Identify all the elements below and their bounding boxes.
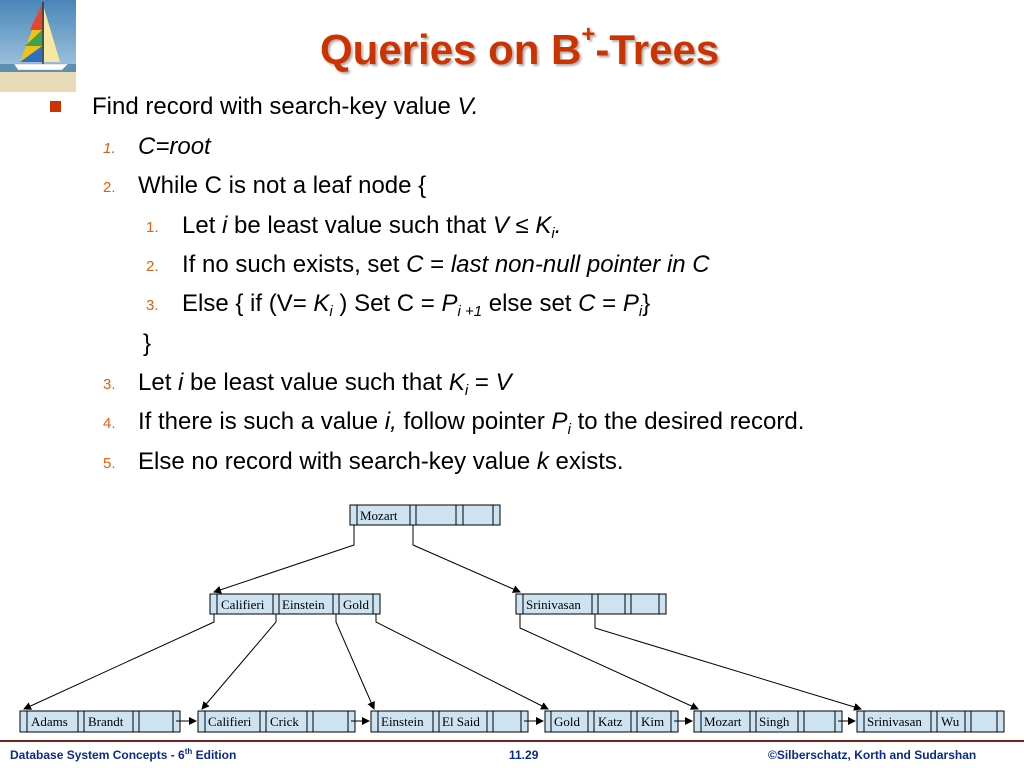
key-label: Crick	[270, 714, 299, 729]
key-label: Gold	[343, 597, 370, 612]
internal-node-2: Srinivasan	[515, 593, 667, 615]
key-label: Adams	[31, 714, 68, 729]
substep-2-text: If no such exists, set C = last non-null…	[182, 251, 710, 278]
pointer-arrow	[519, 614, 699, 710]
step-5-text: Else no record with search-key value k e…	[138, 448, 624, 475]
leaf-node: Adams Brandt	[19, 710, 181, 733]
key-label: Mozart	[704, 714, 742, 729]
step-3-text: Let i be least value such that Ki = V	[138, 369, 512, 399]
step-number: 1.	[103, 140, 116, 157]
key-label: Srinivasan	[526, 597, 581, 612]
bplus-tree-diagram: Mozart Califieri Einstein Gold Srinivasa…	[19, 504, 1005, 733]
step-number: 5.	[103, 455, 116, 472]
leaf-node: Califieri Crick	[197, 710, 356, 733]
key-label: Singh	[759, 714, 790, 729]
pointer-arrow	[213, 525, 355, 594]
bullet-square-icon	[50, 101, 61, 112]
pointer-arrow	[201, 614, 277, 710]
pointer-arrow	[335, 614, 375, 710]
footer-page-number: 11.29	[509, 748, 539, 762]
key-label: Califieri	[221, 597, 265, 612]
substep-3-text: Else { if (V= Ki ) Set C = Pi +1 else se…	[182, 290, 651, 320]
pointer-arrow	[594, 614, 862, 711]
step-1-text: C=root	[138, 133, 211, 160]
pointer-arrow	[375, 614, 549, 710]
pointer-arrow	[412, 525, 521, 593]
key-label: Kim	[641, 714, 664, 729]
closing-brace: }	[143, 330, 152, 357]
leaf-node: Mozart Singh	[693, 710, 843, 733]
key-label: Mozart	[360, 508, 398, 523]
leaf-node: Srinivasan Wu	[856, 710, 1005, 733]
key-label: Brandt	[88, 714, 124, 729]
step-number: 2.	[103, 179, 116, 196]
key-label: Gold	[554, 714, 581, 729]
key-label: Einstein	[282, 597, 325, 612]
root-node: Mozart	[349, 504, 501, 526]
sailboat-logo	[0, 0, 76, 92]
footer-copyright: ©Silberschatz, Korth and Sudarshan	[768, 748, 977, 762]
key-label: El Said	[442, 714, 480, 729]
intro-line: Find record with search-key value V.	[92, 93, 479, 120]
key-label: Wu	[941, 714, 960, 729]
leaf-node: Gold Katz Kim	[544, 710, 679, 733]
step-number: 3.	[103, 376, 116, 393]
pointer-arrow	[23, 614, 215, 710]
internal-node-1: Califieri Einstein Gold	[209, 593, 381, 615]
step-4-text: If there is such a value i, follow point…	[138, 408, 805, 438]
substep-1-text: Let i be least value such that V ≤ Ki.	[182, 212, 562, 242]
slide-title: Queries on B+-Trees	[320, 21, 720, 74]
leaf-node: Einstein El Said	[370, 710, 529, 733]
step-2-text: While C is not a leaf node {	[138, 172, 427, 199]
substep-number: 2.	[146, 258, 159, 275]
slide-footer: Database System Concepts - 6th Edition 1…	[0, 740, 1024, 768]
key-label: Srinivasan	[867, 714, 922, 729]
key-label: Katz	[598, 714, 623, 729]
key-label: Califieri	[208, 714, 252, 729]
footer-book-title: Database System Concepts - 6th Edition	[10, 747, 237, 763]
substep-number: 1.	[146, 219, 159, 236]
step-number: 4.	[103, 415, 116, 432]
substep-number: 3.	[146, 297, 159, 314]
footer-rule	[0, 740, 1024, 742]
key-label: Einstein	[381, 714, 424, 729]
